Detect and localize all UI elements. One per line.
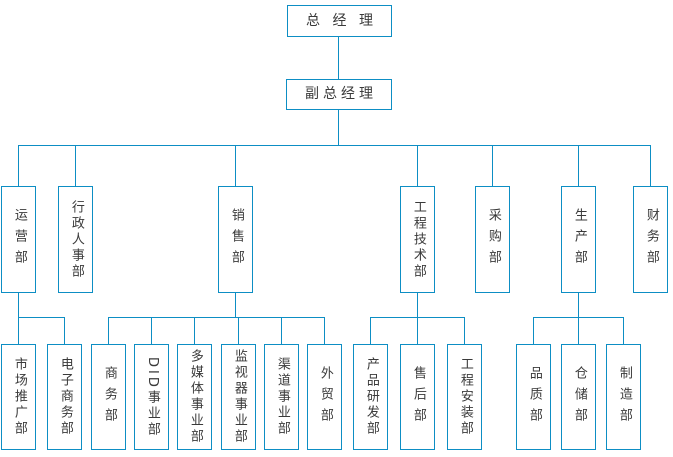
node-marketing-promotion-dept[interactable]: 市场推广部 bbox=[1, 344, 36, 450]
node-label: 销售部 bbox=[228, 208, 244, 271]
node-label: 制造部 bbox=[616, 365, 632, 429]
node-quality-dept[interactable]: 品质部 bbox=[516, 344, 551, 450]
node-after-sales-dept[interactable]: 售后部 bbox=[400, 344, 435, 450]
node-label: DID事业部 bbox=[144, 356, 160, 438]
node-label: 副总经理 bbox=[305, 86, 377, 103]
connector-xiaoshou-child5 bbox=[281, 317, 282, 344]
connector-xiaoshou-child3 bbox=[194, 317, 195, 344]
connector-gongcheng-child1 bbox=[370, 317, 371, 344]
connector-xiaoshou-child1 bbox=[108, 317, 109, 344]
node-foreign-trade-dept[interactable]: 外贸部 bbox=[307, 344, 342, 450]
node-product-rnd-dept[interactable]: 产品研发部 bbox=[353, 344, 388, 450]
node-label: 采购部 bbox=[485, 208, 501, 271]
node-label: 仓储部 bbox=[571, 365, 587, 429]
node-ecommerce-dept[interactable]: 电子商务部 bbox=[47, 344, 82, 450]
connector-xiaoshou-bus bbox=[108, 317, 324, 318]
connector-gongcheng-child3 bbox=[464, 317, 465, 344]
node-deputy-general-manager[interactable]: 副总经理 bbox=[286, 79, 392, 110]
connector-gm-to-deputy bbox=[338, 37, 339, 79]
node-admin-hr-dept[interactable]: 行政人事部 bbox=[58, 186, 93, 293]
node-label: 工程安装部 bbox=[457, 357, 473, 437]
node-label: 电子商务部 bbox=[57, 357, 73, 437]
node-label: 运营部 bbox=[11, 208, 27, 271]
node-production-dept[interactable]: 生产部 bbox=[561, 186, 596, 293]
connector-bus-to-xiaoshou bbox=[235, 145, 236, 186]
connector-main-bus bbox=[18, 145, 651, 146]
node-label: 商务部 bbox=[101, 365, 117, 429]
connector-yunying-down bbox=[18, 293, 19, 317]
node-sales-dept[interactable]: 销售部 bbox=[218, 186, 253, 293]
connector-shengchan-child2 bbox=[578, 317, 579, 344]
node-label: 总 经 理 bbox=[306, 12, 377, 29]
connector-gongcheng-down bbox=[417, 293, 418, 317]
node-label: 产品研发部 bbox=[363, 357, 379, 437]
connector-bus-to-shengchan bbox=[578, 145, 579, 186]
connector-gongcheng-child2 bbox=[417, 317, 418, 344]
connector-bus-to-gongcheng bbox=[417, 145, 418, 186]
node-label: 监视器事业部 bbox=[231, 349, 247, 445]
node-label: 售后部 bbox=[410, 365, 426, 429]
connector-xiaoshou-down bbox=[235, 293, 236, 317]
node-procurement-dept[interactable]: 采购部 bbox=[475, 186, 510, 293]
connector-yunying-child1 bbox=[18, 317, 19, 344]
node-engineering-tech-dept[interactable]: 工程技术部 bbox=[400, 186, 435, 293]
node-channel-division[interactable]: 渠道事业部 bbox=[264, 344, 299, 450]
connector-xiaoshou-child6 bbox=[324, 317, 325, 344]
node-label: 渠道事业部 bbox=[274, 357, 290, 437]
node-operations-dept[interactable]: 运营部 bbox=[1, 186, 36, 293]
connector-bus-to-xingzheng bbox=[75, 145, 76, 186]
connector-bus-to-caiwu bbox=[650, 145, 651, 186]
node-engineering-installation-dept[interactable]: 工程安装部 bbox=[447, 344, 482, 450]
node-manufacturing-dept[interactable]: 制造部 bbox=[606, 344, 641, 450]
node-label: 品质部 bbox=[526, 365, 542, 429]
connector-shengchan-child3 bbox=[623, 317, 624, 344]
connector-bus-to-yunying bbox=[18, 145, 19, 186]
node-monitor-division[interactable]: 监视器事业部 bbox=[221, 344, 256, 450]
connector-shengchan-child1 bbox=[533, 317, 534, 344]
connector-xiaoshou-child4 bbox=[238, 317, 239, 344]
connector-bus-to-caigou bbox=[492, 145, 493, 186]
node-finance-dept[interactable]: 财务部 bbox=[633, 186, 668, 293]
node-label: 生产部 bbox=[571, 208, 587, 271]
connector-yunying-bus bbox=[18, 317, 64, 318]
node-label: 市场推广部 bbox=[11, 357, 27, 437]
node-label: 工程技术部 bbox=[410, 199, 426, 280]
node-label: 财务部 bbox=[643, 208, 659, 271]
node-label: 多媒体事业部 bbox=[187, 349, 203, 445]
node-did-division[interactable]: DID事业部 bbox=[134, 344, 169, 450]
node-general-manager[interactable]: 总 经 理 bbox=[287, 5, 392, 37]
node-label: 外贸部 bbox=[317, 365, 333, 429]
connector-deputy-to-bus bbox=[338, 110, 339, 145]
connector-yunying-child2 bbox=[64, 317, 65, 344]
connector-shengchan-down bbox=[578, 293, 579, 317]
node-multimedia-division[interactable]: 多媒体事业部 bbox=[177, 344, 212, 450]
node-label: 行政人事部 bbox=[68, 199, 84, 280]
node-business-dept[interactable]: 商务部 bbox=[91, 344, 126, 450]
connector-xiaoshou-child2 bbox=[151, 317, 152, 344]
node-warehouse-dept[interactable]: 仓储部 bbox=[561, 344, 596, 450]
